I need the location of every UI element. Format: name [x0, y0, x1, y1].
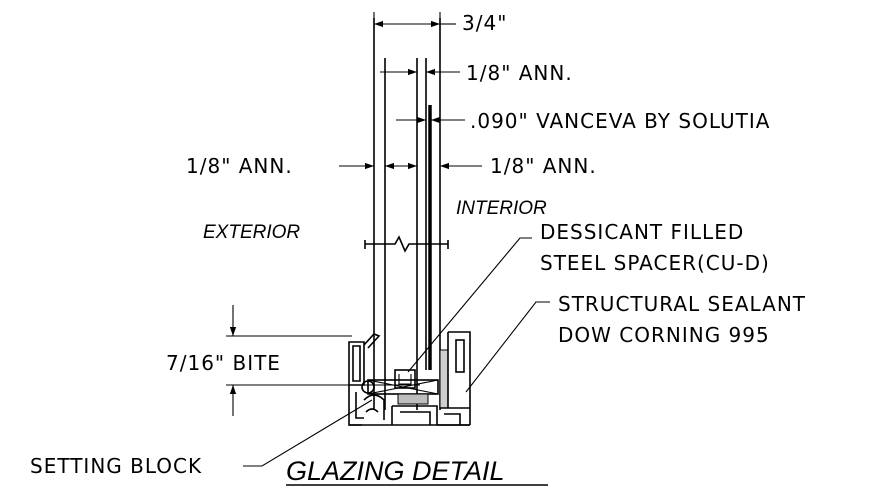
dim-interior-lite: 1/8" ANN. [380, 61, 573, 85]
dim-inner-lite-text: 1/8" ANN. [490, 154, 597, 178]
dim-interlayer-text: .090" VANCEVA BY SOLUTIA [470, 109, 770, 133]
dim-bite-text: 7/16" BITE [166, 351, 281, 375]
dim-exterior-lite-text: 1/8" ANN. [186, 154, 293, 178]
spacer-text-line1: DESSICANT FILLED [540, 220, 744, 244]
sealant-text-line1: STRUCTURAL SEALANT [558, 292, 806, 316]
dim-bite: 7/16" BITE [166, 305, 420, 416]
structural-sealant [397, 349, 449, 409]
break-line [364, 235, 449, 253]
spacer-text-line2: STEEL SPACER(CU-D) [540, 251, 770, 275]
dim-interior-lite-text: 1/8" ANN. [466, 61, 573, 85]
exterior-label: EXTERIOR [203, 222, 300, 243]
spacer-callout: DESSICANT FILLED STEEL SPACER(CU-D) [407, 220, 770, 373]
spacer-body [394, 369, 416, 389]
sealant-callout: STRUCTURAL SEALANT DOW CORNING 995 [465, 292, 806, 393]
dim-overall: 3/4" [373, 11, 507, 35]
setting-block-text: SETTING BLOCK [30, 454, 202, 478]
glass-unit [364, 18, 449, 410]
title-text: GLAZING DETAIL [286, 456, 505, 486]
dim-exterior-lite: 1/8" ANN. [186, 154, 417, 178]
dim-inner-lite: 1/8" ANN. [440, 154, 597, 178]
drawing-title: GLAZING DETAIL [286, 456, 548, 486]
interior-label: INTERIOR [456, 198, 547, 219]
setting-block-callout: SETTING BLOCK [30, 399, 373, 478]
dim-overall-text: 3/4" [462, 11, 507, 35]
dim-interlayer: .090" VANCEVA BY SOLUTIA [396, 109, 770, 133]
interior-frame [349, 331, 471, 426]
sealant-text-line2: DOW CORNING 995 [558, 323, 770, 347]
